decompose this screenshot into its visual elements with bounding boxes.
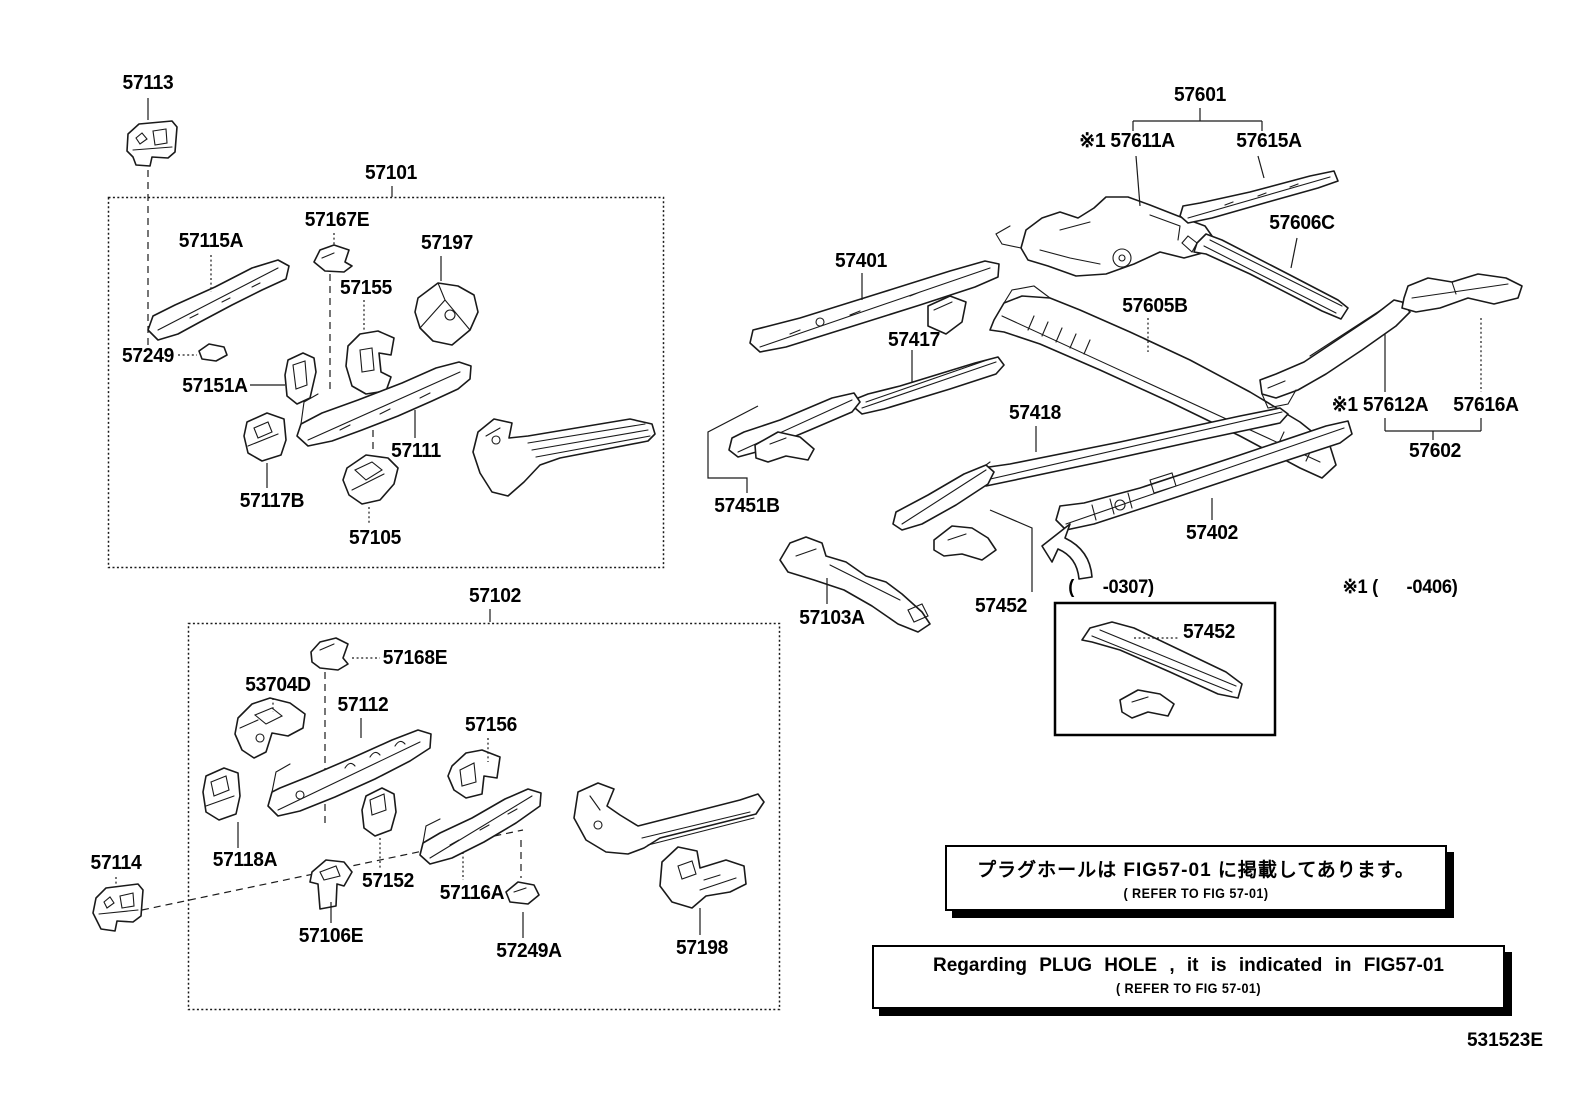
part-57116A-drawing <box>419 788 542 865</box>
part-label-57113: 57113 <box>122 72 174 94</box>
part-label-57117B: 57117B <box>239 490 305 512</box>
part-floor-side-rail-front-drawing <box>472 418 656 497</box>
part-57114-drawing <box>92 883 144 932</box>
part-57198-drawing <box>659 846 747 909</box>
part-57151A-drawing <box>284 352 317 405</box>
part-label-57611A: ※1 57611A <box>1079 130 1175 152</box>
part-53704D-drawing <box>234 697 306 759</box>
part-57115A-drawing <box>147 259 290 341</box>
part-57106E-drawing <box>309 859 353 910</box>
part-57152-drawing <box>361 787 397 837</box>
part-label-57601: 57601 <box>1174 84 1226 106</box>
part-label-57155: 57155 <box>340 277 392 299</box>
plug-hole-note-jp-line2: ( REFER TO FIG 57-01) <box>1123 885 1269 901</box>
part-57168E-drawing <box>310 637 349 671</box>
part-57452-old-drawing <box>1081 621 1243 719</box>
assembly-box-57452-old <box>1053 601 1277 737</box>
part-57117B-drawing <box>243 412 287 462</box>
part-57451B-drawing <box>728 392 861 463</box>
part-label-57402: 57402 <box>1186 522 1238 544</box>
part-57401-drawing <box>749 260 1000 353</box>
plug-hole-note-en-line2: ( REFER TO FIG 57-01) <box>1115 980 1262 996</box>
part-label-57168E: 57168E <box>382 647 448 669</box>
range-note-0307: ( -0307) <box>1068 577 1154 598</box>
part-label-57249A: 57249A <box>496 940 562 962</box>
leader-lines <box>115 98 1482 938</box>
part-label-57101: 57101 <box>365 162 417 184</box>
part-57103A-drawing <box>779 536 931 633</box>
part-57612A-drawing <box>1259 299 1411 409</box>
part-floor-side-rail-rear-drawing <box>573 782 765 855</box>
part-label-57612A: ※1 57612A <box>1331 394 1429 416</box>
part-57402-drawing <box>1055 420 1353 531</box>
part-label-57451B: 57451B <box>714 495 780 517</box>
part-label-57401: 57401 <box>835 250 887 272</box>
part-57249-drawing <box>198 343 228 362</box>
assembly-box-57102 <box>187 622 781 1011</box>
part-57417-drawing <box>854 356 1005 415</box>
part-57615A-drawing <box>1179 170 1339 224</box>
part-label-57605B: 57605B <box>1122 295 1188 317</box>
range-note-0406: ※1 ( -0406) <box>1342 577 1458 598</box>
part-57156-drawing <box>447 749 501 799</box>
rotate-up-arrow-icon <box>1041 523 1093 580</box>
part-label-57111: 57111 <box>391 440 441 462</box>
part-57616A-drawing <box>1401 273 1523 313</box>
part-label-57198: 57198 <box>676 937 728 959</box>
plug-hole-note-en-line1: Regarding PLUG HOLE , it is indicated in… <box>932 955 1445 976</box>
plug-hole-note-jp-line1: プラグホールは FIG57-01 に掲載してあります。 <box>977 860 1415 881</box>
part-label-57152: 57152 <box>362 870 414 892</box>
part-label-57116A: 57116A <box>439 882 505 904</box>
part-label-57114: 57114 <box>90 852 142 874</box>
part-label-57106E: 57106E <box>298 925 364 947</box>
construction-lines <box>141 170 524 911</box>
part-label-57602: 57602 <box>1409 440 1461 462</box>
part-label-57151A: 57151A <box>182 375 248 397</box>
part-label-57103A: 57103A <box>799 607 865 629</box>
part-label-57197: 57197 <box>421 232 473 254</box>
part-57112-drawing <box>267 729 432 817</box>
plug-hole-note-jp: プラグホールは FIG57-01 に掲載してあります。 ( REFER TO F… <box>945 845 1447 911</box>
part-label-57606C: 57606C <box>1269 212 1335 234</box>
part-label-53704D: 53704D <box>245 674 311 696</box>
part-label-57418: 57418 <box>1009 402 1061 424</box>
part-label-57115A: 57115A <box>178 230 244 252</box>
part-label-57167E: 57167E <box>304 209 370 231</box>
assembly-box-57101 <box>107 196 665 569</box>
part-label-57156: 57156 <box>465 714 517 736</box>
part-57155-drawing <box>345 330 395 395</box>
part-57118A-drawing <box>202 767 241 821</box>
part-label-57105: 57105 <box>349 527 401 549</box>
part-label-57615A: 57615A <box>1236 130 1302 152</box>
part-57452-drawing <box>892 464 997 561</box>
part-label-57417: 57417 <box>888 329 940 351</box>
part-label-57112: 57112 <box>337 694 389 716</box>
part-label-57118A: 57118A <box>212 849 278 871</box>
part-57606C-drawing <box>1181 233 1349 320</box>
part-label-57452-old: 57452 <box>1183 621 1235 643</box>
part-57249A-drawing <box>505 881 540 905</box>
part-57113-drawing <box>126 120 178 167</box>
part-57611A-drawing <box>995 196 1213 277</box>
part-57111-drawing <box>296 361 472 447</box>
part-57105-drawing <box>342 454 399 505</box>
part-label-57452: 57452 <box>975 595 1027 617</box>
figure-code: 531523E <box>1466 1030 1544 1051</box>
part-label-57102: 57102 <box>469 585 521 607</box>
plug-hole-note-en: Regarding PLUG HOLE , it is indicated in… <box>872 945 1505 1009</box>
part-label-57249: 57249 <box>122 345 174 367</box>
part-57167E-drawing <box>313 244 353 273</box>
part-label-57616A: 57616A <box>1453 394 1519 416</box>
part-57197-drawing <box>414 282 479 346</box>
